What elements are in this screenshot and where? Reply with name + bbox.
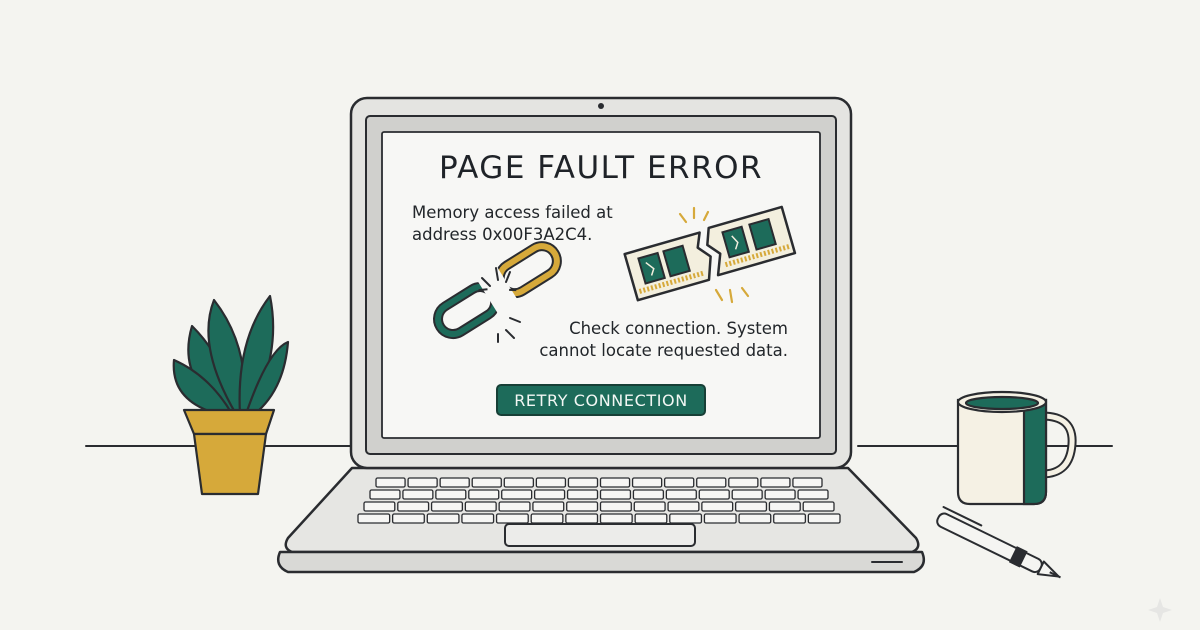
keyboard-key	[599, 489, 632, 500]
error-title: PAGE FAULT ERROR	[438, 150, 764, 186]
keyboard-key	[792, 477, 823, 488]
keyboard-key	[807, 513, 841, 524]
keyboard-key	[764, 489, 796, 500]
keyboard-key	[357, 513, 391, 524]
keyboard-key	[468, 489, 500, 500]
laptop-lid	[349, 96, 853, 470]
keyboard-key	[634, 513, 668, 524]
keyboard-key	[599, 501, 632, 512]
keyboard-key	[430, 501, 464, 512]
trackpad	[504, 523, 696, 547]
keyboard-key	[471, 477, 502, 488]
keyboard-key	[535, 477, 567, 488]
keyboard	[357, 477, 841, 524]
keyboard-key	[407, 477, 438, 488]
keyboard-key	[567, 477, 599, 488]
spark-lines-ram	[678, 206, 750, 304]
keyboard-key	[802, 501, 835, 512]
keyboard-key	[501, 489, 533, 500]
keyboard-key	[768, 501, 801, 512]
keyboard-key	[738, 513, 772, 524]
keyboard-key	[728, 477, 759, 488]
keyboard-key	[734, 501, 768, 512]
memory-message-line-1: Memory access failed at	[412, 203, 613, 222]
keyboard-key	[663, 477, 695, 488]
keyboard-key	[426, 513, 460, 524]
broken-ram-stick-icon	[623, 205, 797, 302]
keyboard-key	[435, 489, 467, 500]
keyboard-key	[375, 477, 406, 488]
keyboard-key	[402, 489, 434, 500]
keyboard-key	[397, 501, 430, 512]
keyboard-key	[439, 477, 470, 488]
keyboard-key	[665, 489, 697, 500]
keyboard-key	[503, 477, 535, 488]
keyboard-key	[391, 513, 425, 524]
keyboard-key	[632, 489, 665, 500]
broken-chain-link-icon	[433, 241, 562, 340]
pen-icon	[936, 506, 1061, 579]
keyboard-key	[530, 513, 564, 524]
keyboard-key	[631, 477, 663, 488]
keyboard-key	[633, 501, 666, 512]
keyboard-key	[731, 489, 763, 500]
check-connection-message: Check connection. System cannot locate r…	[488, 318, 788, 362]
keyboard-key	[461, 513, 495, 524]
keyboard-key	[773, 513, 807, 524]
keyboard-key	[703, 513, 737, 524]
spark-lines-chain	[481, 267, 521, 343]
keyboard-key	[696, 477, 727, 488]
keyboard-key	[498, 501, 531, 512]
keyboard-key	[599, 513, 633, 524]
keyboard-key	[495, 513, 529, 524]
keyboard-key	[464, 501, 497, 512]
keyboard-key	[760, 477, 791, 488]
keyboard-key	[599, 477, 631, 488]
memory-message-line-2: address 0x00F3A2C4.	[412, 225, 593, 244]
coffee-mug-icon	[956, 390, 1077, 506]
keyboard-key	[369, 489, 401, 500]
check-message-line-1: Check connection. System	[569, 319, 788, 338]
keyboard-key	[565, 513, 599, 524]
keyboard-key	[667, 501, 700, 512]
keyboard-key	[701, 501, 734, 512]
keyboard-key	[533, 489, 566, 500]
keyboard-key	[669, 513, 703, 524]
keyboard-key	[797, 489, 829, 500]
check-message-line-2: cannot locate requested data.	[539, 341, 788, 360]
memory-error-message: Memory access failed at address 0x00F3A2…	[412, 202, 642, 246]
keyboard-key	[363, 501, 396, 512]
keyboard-key	[566, 489, 599, 500]
sparkle-mark	[1148, 598, 1172, 622]
error-dialog: PAGE FAULT ERROR Memory access failed at…	[386, 136, 816, 436]
retry-connection-button[interactable]: RETRY CONNECTION	[496, 384, 706, 416]
keyboard-key	[698, 489, 730, 500]
keyboard-key	[532, 501, 565, 512]
potted-plant-icon	[172, 294, 290, 496]
keyboard-key	[566, 501, 599, 512]
